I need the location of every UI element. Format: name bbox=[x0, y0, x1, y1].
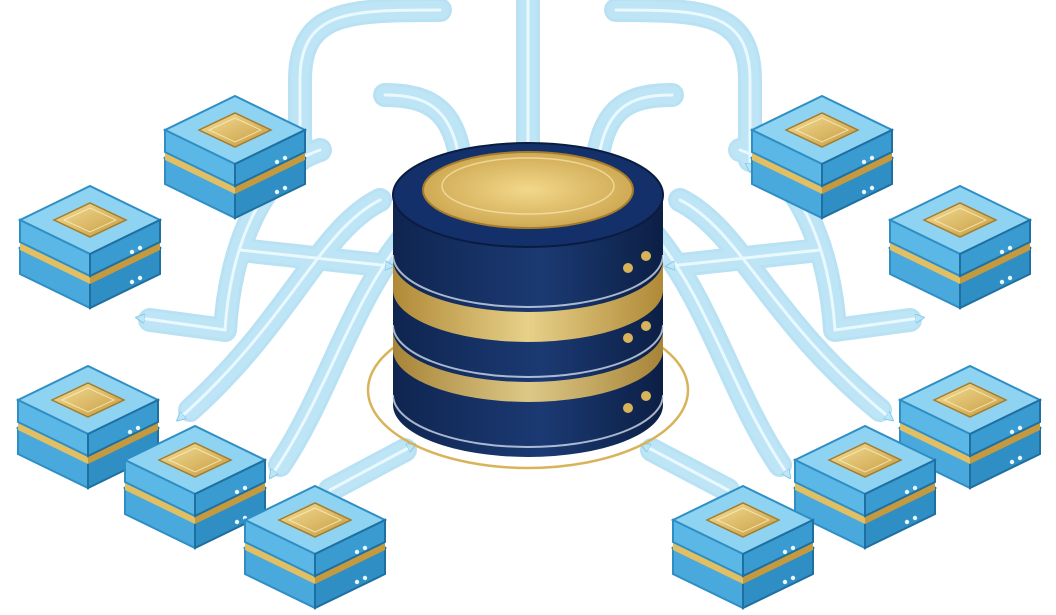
flow-in-bottom-left bbox=[328, 446, 412, 492]
flow-out-lower-left-inner bbox=[272, 228, 412, 475]
flow-out-upper-left bbox=[238, 248, 390, 266]
flow-out-lower-left-outer bbox=[180, 198, 382, 418]
central-database bbox=[392, 142, 664, 457]
flow-out-lower-right-inner bbox=[648, 228, 788, 475]
server-node-icon bbox=[889, 185, 1031, 309]
flow-in-left-outer bbox=[300, 8, 442, 168]
server-node-icon bbox=[164, 95, 306, 219]
flow-in-right-outer bbox=[614, 8, 750, 168]
server-node-icon bbox=[19, 185, 161, 309]
server-node-icon bbox=[751, 95, 893, 219]
flow-out-lower-right-outer bbox=[678, 198, 890, 418]
server-node-icon bbox=[672, 485, 814, 609]
flow-in-bottom-right bbox=[645, 446, 730, 492]
flow-out-upper-right bbox=[670, 248, 822, 266]
